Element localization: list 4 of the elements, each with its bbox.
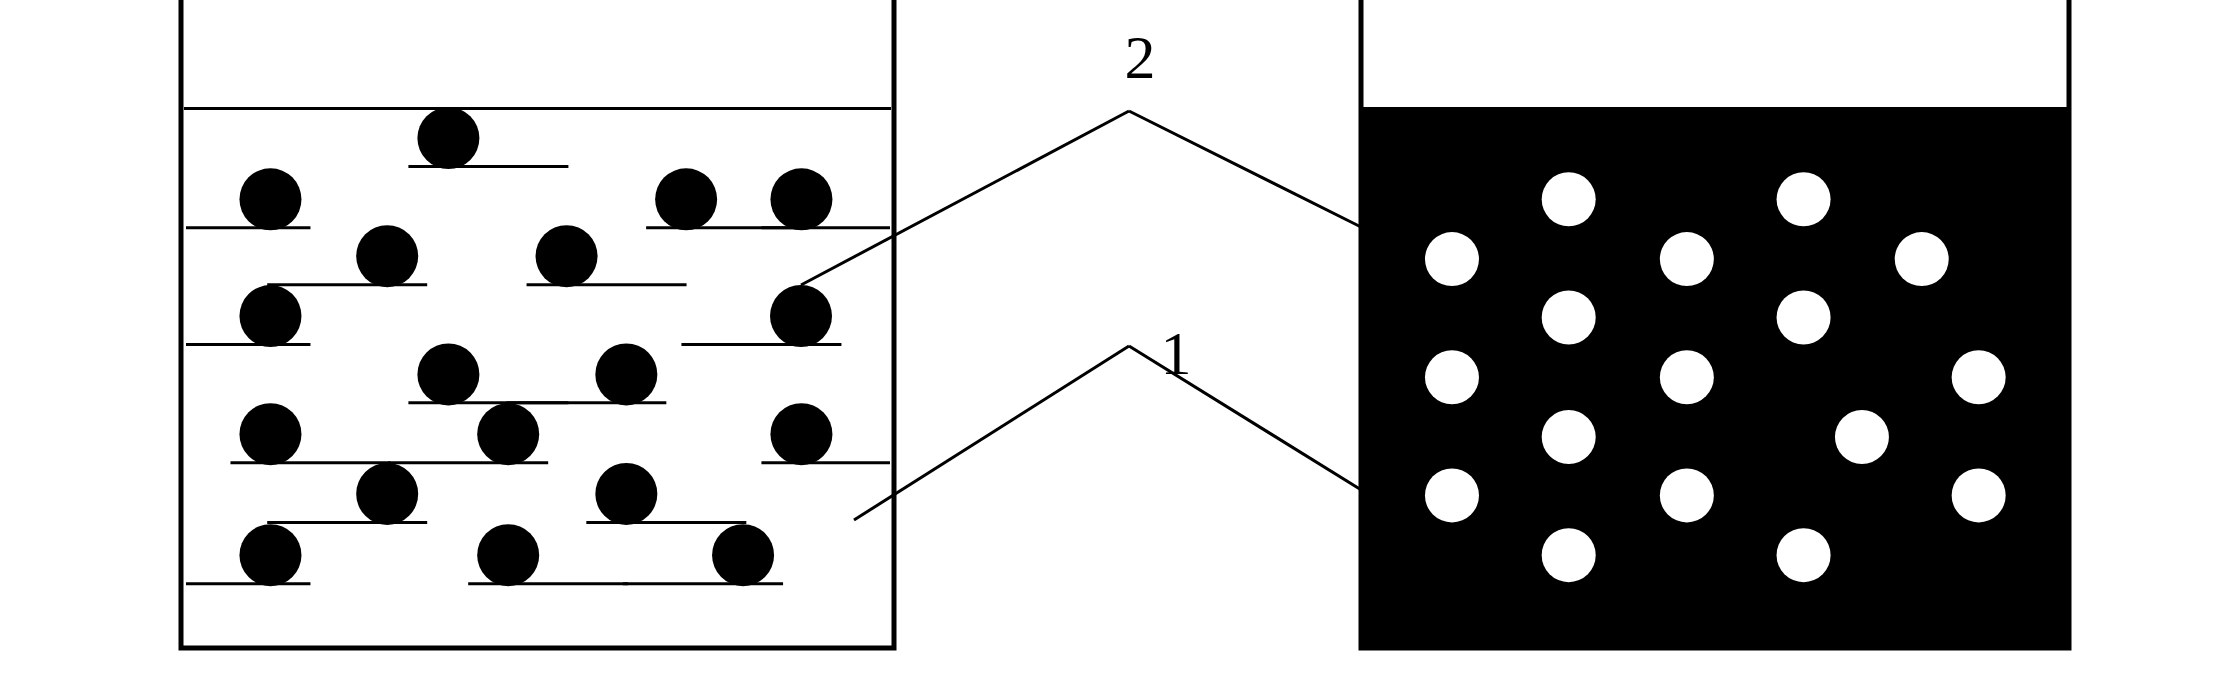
leader-line bbox=[853, 344, 1130, 522]
callout-number: 2 bbox=[1118, 22, 1162, 92]
leader-line bbox=[800, 109, 1130, 287]
callout-number: 1 bbox=[1158, 318, 1194, 388]
